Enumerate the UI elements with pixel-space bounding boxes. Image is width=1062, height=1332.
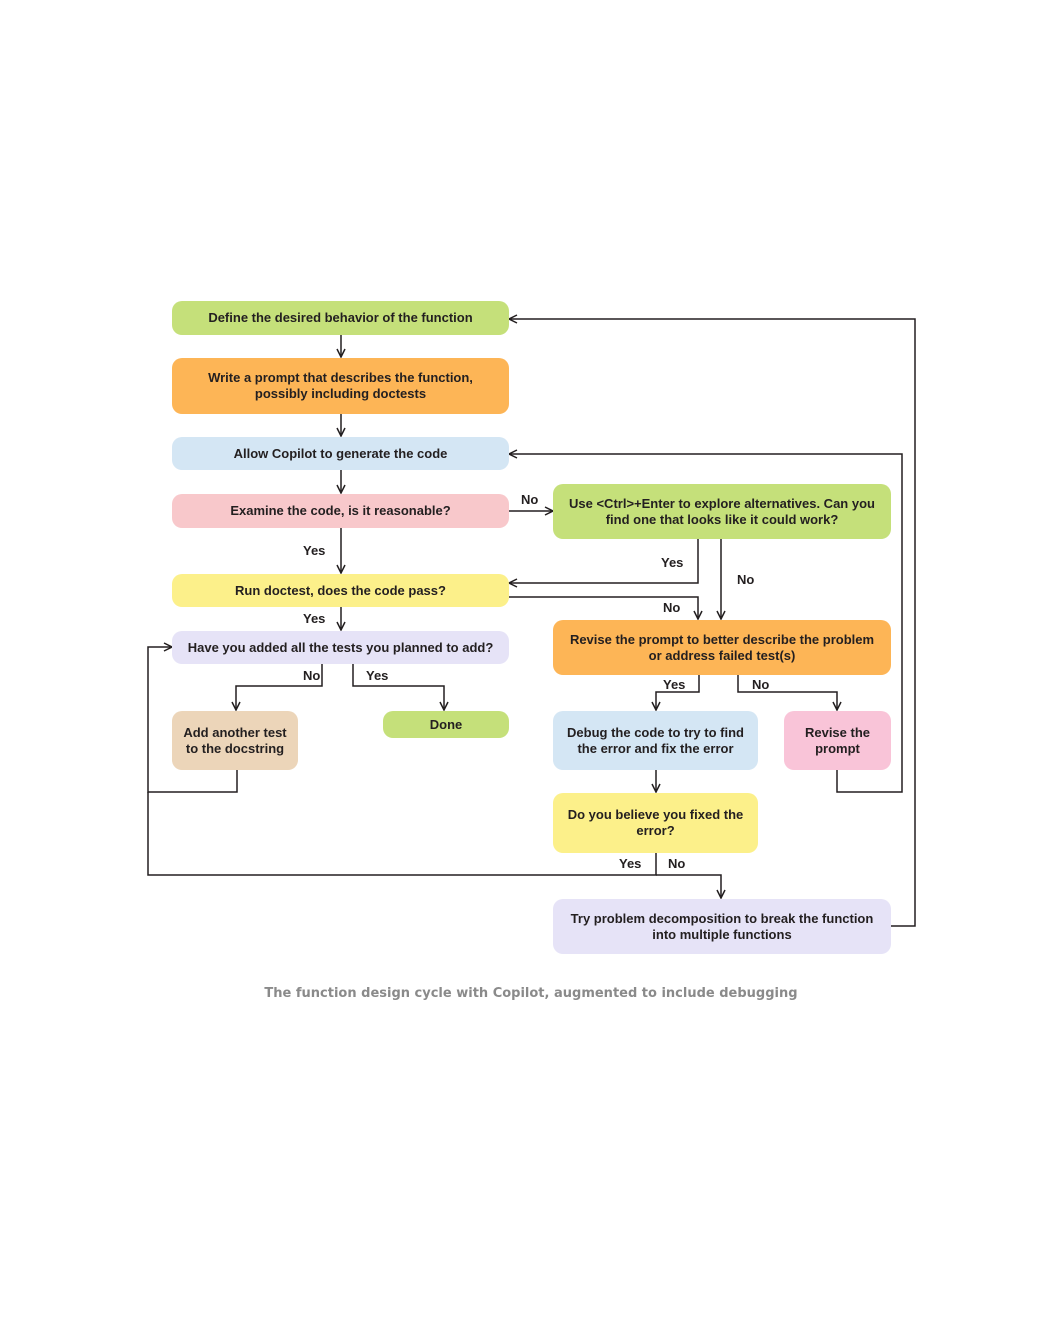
edge-doctest-no [509, 596, 698, 619]
node-explore-alternatives: Use <Ctrl>+Enter to explore alternatives… [553, 484, 891, 539]
node-define-behavior: Define the desired behavior of the funct… [172, 301, 509, 335]
label-doctest-no: No [663, 600, 681, 615]
node-debug-code: Debug the code to try to find the error … [553, 711, 758, 770]
label-revise-yes: Yes [663, 677, 686, 692]
figure-caption: The function design cycle with Copilot, … [264, 986, 798, 1001]
label-explore-no: No [737, 572, 755, 587]
edge-fixed-no [656, 874, 721, 898]
edge-decompose-loop [509, 319, 916, 927]
label-revise-no: No [752, 677, 770, 692]
label-examine-yes: Yes [303, 543, 326, 558]
node-fixed-error: Do you believe you fixed the error? [553, 793, 758, 853]
node-add-test: Add another test to the docstring [172, 711, 298, 770]
label-examine-no: No [521, 492, 539, 507]
node-tests-added: Have you added all the tests you planned… [172, 631, 509, 664]
node-run-doctest: Run doctest, does the code pass? [172, 574, 509, 607]
label-tests-no: No [303, 668, 321, 683]
node-examine-code: Examine the code, is it reasonable? [172, 494, 509, 528]
edge-revise-yes [656, 675, 700, 710]
node-decompose: Try problem decomposition to break the f… [553, 899, 891, 954]
edge-explore-yes [509, 539, 699, 583]
node-revise-better: Revise the prompt to better describe the… [553, 620, 891, 675]
label-doctest-yes: Yes [303, 611, 326, 626]
label-fixed-no: No [668, 856, 686, 871]
label-tests-yes: Yes [366, 668, 389, 683]
edge-fixed-yes [147, 792, 657, 876]
label-fixed-yes: Yes [619, 856, 642, 871]
edge-tests-no [236, 664, 323, 710]
edge-revise-no [737, 675, 837, 710]
node-write-prompt: Write a prompt that describes the functi… [172, 358, 509, 414]
node-revise-prompt: Revise the prompt [784, 711, 891, 770]
edge-tests-yes [352, 664, 444, 710]
edge-reviseprompt-loop [509, 454, 903, 793]
node-done: Done [383, 711, 509, 738]
node-allow-copilot: Allow Copilot to generate the code [172, 437, 509, 470]
label-explore-yes: Yes [661, 555, 684, 570]
